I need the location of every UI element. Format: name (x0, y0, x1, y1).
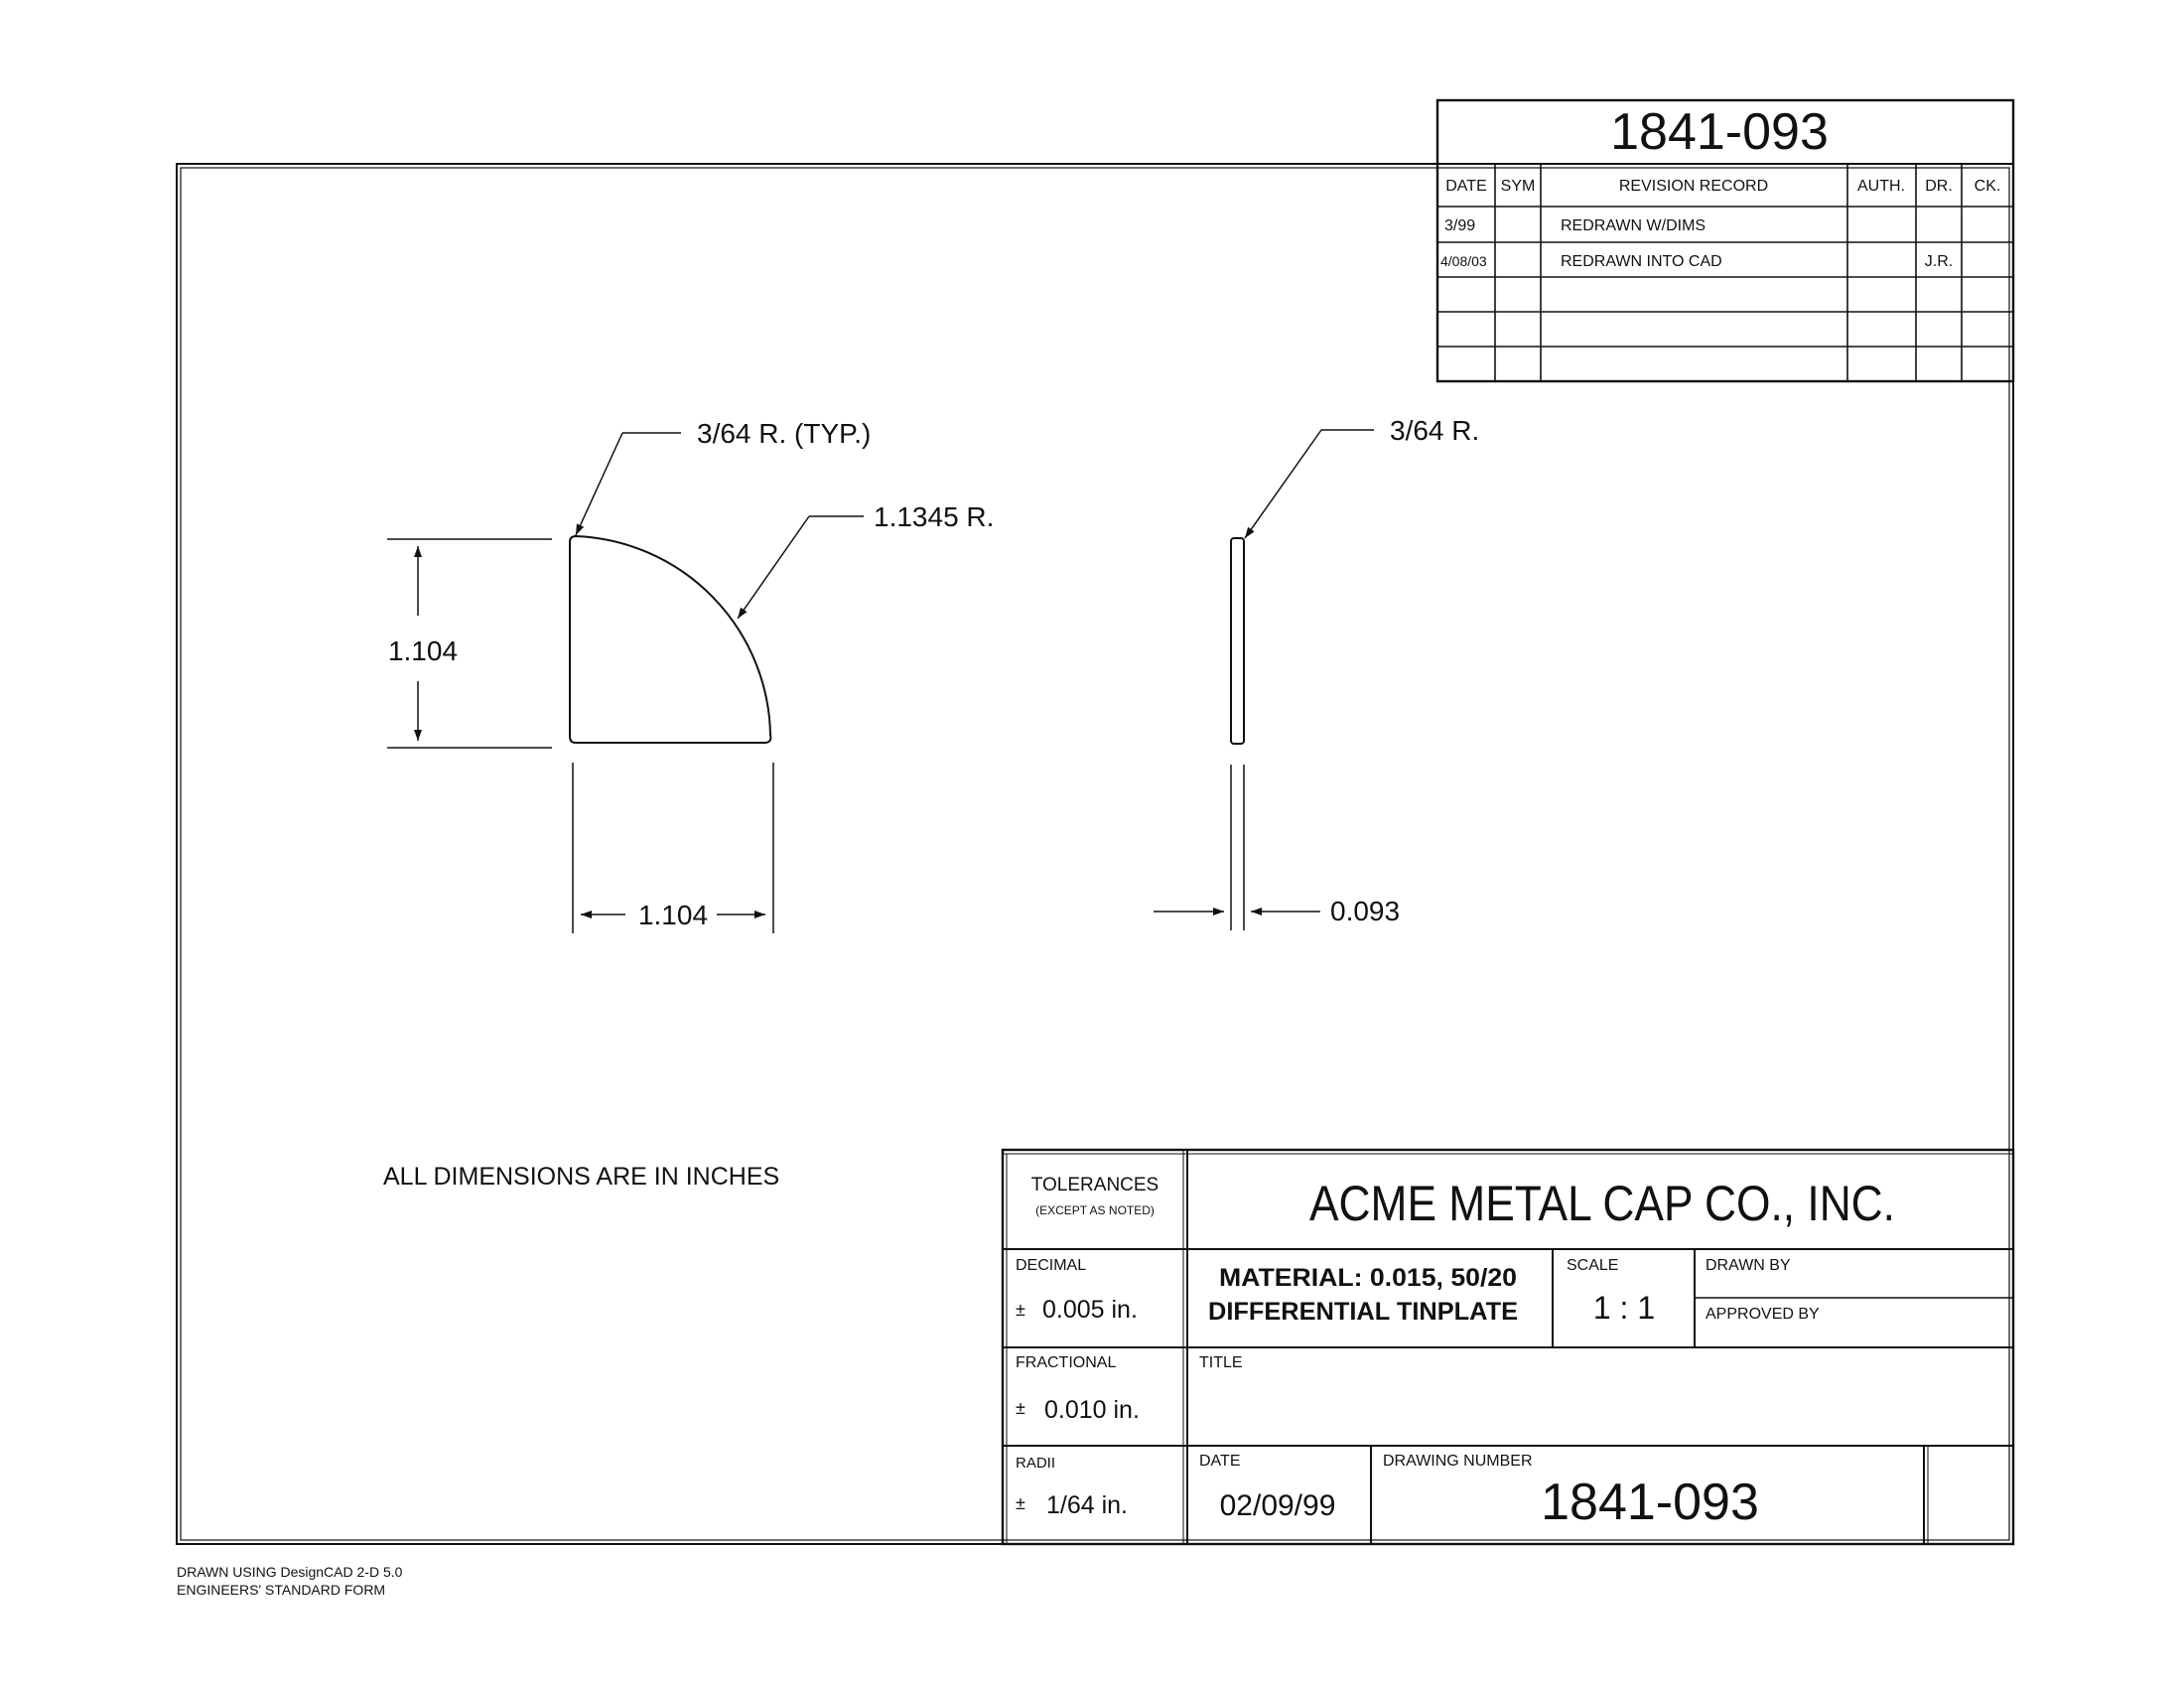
side-corner-radius-leader (1244, 429, 1374, 539)
rev-row-2-date: 4/08/03 (1440, 253, 1487, 269)
scale-value: 1 : 1 (1593, 1290, 1655, 1326)
side-corner-radius-label: 3/64 R. (1390, 415, 1479, 446)
decimal-label: DECIMAL (1016, 1257, 1086, 1274)
rev-row-1-date: 3/99 (1444, 217, 1475, 234)
sheet-border (176, 163, 2014, 1545)
units-note: ALL DIMENSIONS ARE IN INCHES (383, 1163, 779, 1191)
side-view-part (1230, 537, 1245, 745)
revision-headers: DATE SYM REVISION RECORD AUTH. DR. CK. (1445, 178, 2000, 195)
drawn-by-label: DRAWN BY (1706, 1257, 1791, 1274)
radii-value: 1/64 in. (1046, 1491, 1128, 1519)
rev-row-2-dr: J.R. (1925, 253, 1953, 270)
height-dimension (387, 538, 552, 749)
approved-by-label: APPROVED BY (1706, 1306, 1820, 1323)
rev-row-1-record: REDRAWN W/DIMS (1561, 217, 1706, 234)
thickness-dimension-label: 0.093 (1330, 896, 1400, 926)
title-block (1001, 1148, 2015, 1546)
rev-header-sym: SYM (1501, 178, 1536, 195)
tolerances-label: TOLERANCES (1031, 1175, 1159, 1196)
material-line-2: DIFFERENTIAL TINPLATE (1208, 1298, 1518, 1326)
drawing-number-label: DRAWING NUMBER (1383, 1453, 1533, 1470)
fractional-plus-minus: ± (1016, 1398, 1025, 1418)
title-label: TITLE (1199, 1354, 1243, 1371)
rev-header-auth: AUTH. (1857, 178, 1905, 195)
radii-plus-minus: ± (1016, 1493, 1025, 1513)
decimal-value: 0.005 in. (1042, 1296, 1138, 1324)
radii-label: RADII (1016, 1455, 1055, 1472)
height-dimension-label: 1.104 (388, 635, 458, 666)
rev-row-2-record: REDRAWN INTO CAD (1561, 253, 1722, 270)
width-dimension (572, 763, 774, 933)
footer-line-2: ENGINEERS' STANDARD FORM (177, 1582, 385, 1598)
scale-label: SCALE (1567, 1257, 1618, 1274)
front-view-part (569, 534, 772, 744)
tolerances-sublabel: (EXCEPT AS NOTED) (1035, 1203, 1155, 1217)
corner-radius-leader (575, 432, 681, 536)
date-label: DATE (1199, 1453, 1240, 1470)
material-line-1: MATERIAL: 0.015, 50/20 (1219, 1264, 1517, 1292)
corner-radius-label: 3/64 R. (TYP.) (697, 418, 871, 449)
revision-rows: 3/99 REDRAWN W/DIMS 4/08/03 REDRAWN INTO… (1440, 217, 1953, 270)
arc-radius-label: 1.1345 R. (874, 501, 994, 532)
fractional-value: 0.010 in. (1044, 1396, 1140, 1424)
date-value: 02/09/99 (1220, 1489, 1336, 1522)
rev-header-dr: DR. (1925, 178, 1953, 195)
arc-radius-leader (737, 515, 864, 620)
company-name: ACME METAL CAP CO., INC. (1309, 1176, 1895, 1231)
thickness-dimension (1154, 765, 1320, 930)
footer-line-1: DRAWN USING DesignCAD 2-D 5.0 (177, 1564, 403, 1580)
rev-header-ck: CK. (1975, 178, 2001, 195)
fractional-label: FRACTIONAL (1016, 1354, 1116, 1371)
decimal-plus-minus: ± (1016, 1300, 1025, 1320)
revision-drawing-number: 1841-093 (1610, 103, 1829, 161)
width-dimension-label: 1.104 (638, 900, 708, 930)
revision-block (1435, 98, 2015, 383)
drawing-number-value: 1841-093 (1541, 1474, 1759, 1531)
rev-header-record: REVISION RECORD (1619, 178, 1768, 195)
rev-header-date: DATE (1445, 178, 1486, 195)
